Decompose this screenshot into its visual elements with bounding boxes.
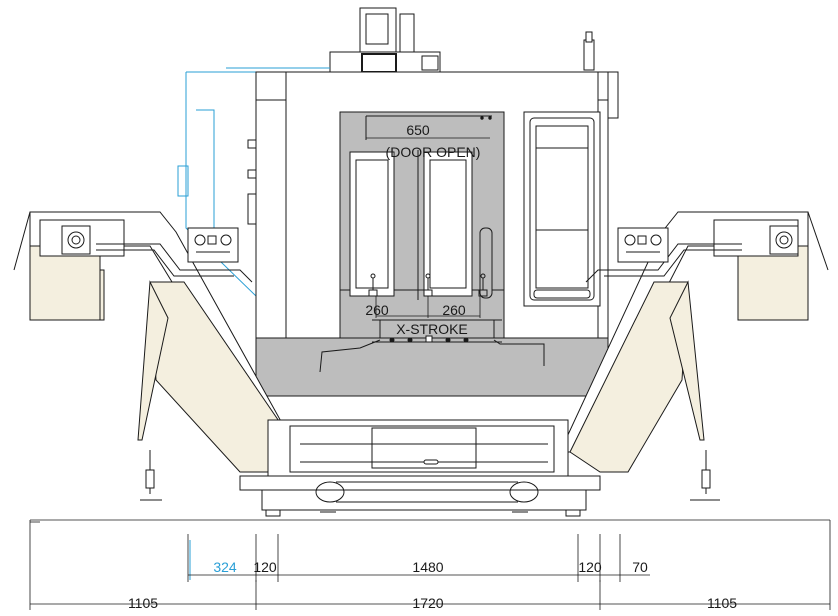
control-box-right xyxy=(617,227,669,263)
x-stroke-label: X-STROKE xyxy=(396,321,468,337)
dim-right-offset: 70 xyxy=(632,559,648,575)
work-table-band xyxy=(255,319,609,397)
door-panel xyxy=(339,111,505,339)
machine-base xyxy=(239,419,601,517)
spindle-head xyxy=(329,7,441,73)
dim-left-gap: 120 xyxy=(253,559,277,575)
control-box-left xyxy=(187,227,239,263)
dim-center-1720: 1720 xyxy=(412,595,443,611)
spindle-tools xyxy=(368,273,488,297)
dim-right-1105: 1105 xyxy=(707,595,737,611)
dim-cyan-offset: 324 xyxy=(213,559,237,575)
x-stroke-right-label: 260 xyxy=(442,302,466,318)
dim-left-1105: 1105 xyxy=(128,595,158,611)
x-stroke-left-label: 260 xyxy=(365,302,389,318)
signal-tower xyxy=(583,31,595,71)
dimension-lines xyxy=(29,137,831,610)
chip-conveyor-right xyxy=(559,211,829,501)
door-open-note-label: (DOOR OPEN) xyxy=(386,144,481,160)
door-open-width-label: 650 xyxy=(406,122,430,138)
dim-base-width: 1480 xyxy=(412,559,443,575)
side-door xyxy=(523,111,601,307)
dim-right-gap: 120 xyxy=(578,559,602,575)
